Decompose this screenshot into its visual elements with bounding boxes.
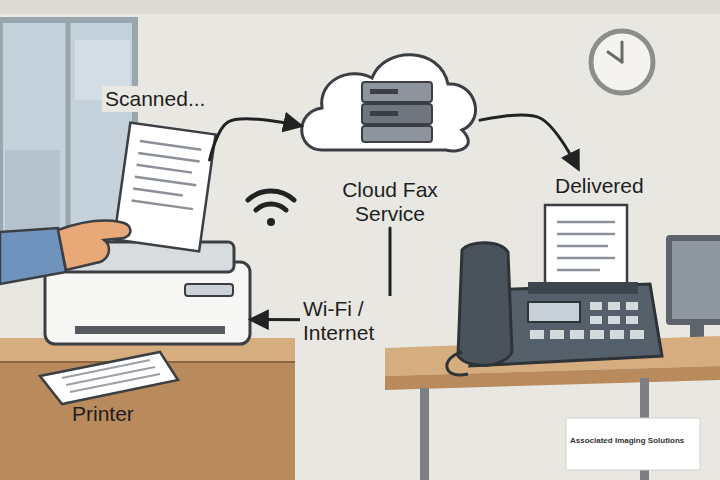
wifi-symbol	[248, 191, 294, 226]
node-label: Printer	[72, 402, 134, 426]
monitor	[666, 235, 720, 347]
edge-label: Scanned...	[102, 86, 208, 112]
cloud-node: Cloud Fax Service	[300, 42, 480, 228]
node-label: Delivered	[555, 174, 644, 198]
watermark-text: Associated Imaging Solutions	[570, 436, 696, 445]
wall-clock	[591, 31, 653, 93]
node-label: Cloud Fax Service	[325, 178, 455, 226]
cloud-illustration	[302, 55, 476, 151]
edge-label: Wi-Fi / Internet	[300, 296, 394, 346]
left-desk	[0, 338, 295, 480]
printer-node: Printer	[40, 160, 252, 440]
hand	[0, 220, 130, 284]
watermark-panel	[566, 418, 700, 470]
fax-machine-illustration	[447, 205, 662, 375]
fax-node: Delivered	[455, 168, 665, 368]
flow-arrow	[480, 115, 578, 168]
flow-arrow	[210, 119, 300, 160]
